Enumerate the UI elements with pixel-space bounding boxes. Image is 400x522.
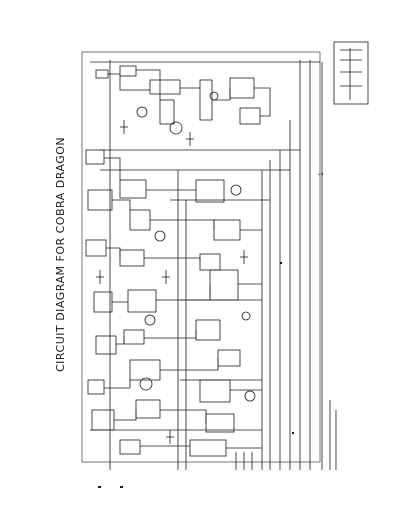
diagram-title: CIRCUIT DIAGRAM FOR COBRA DRAGON xyxy=(54,136,67,372)
page-number: 1 xyxy=(318,172,325,176)
board-outline xyxy=(81,51,321,463)
inset-box xyxy=(333,41,369,105)
